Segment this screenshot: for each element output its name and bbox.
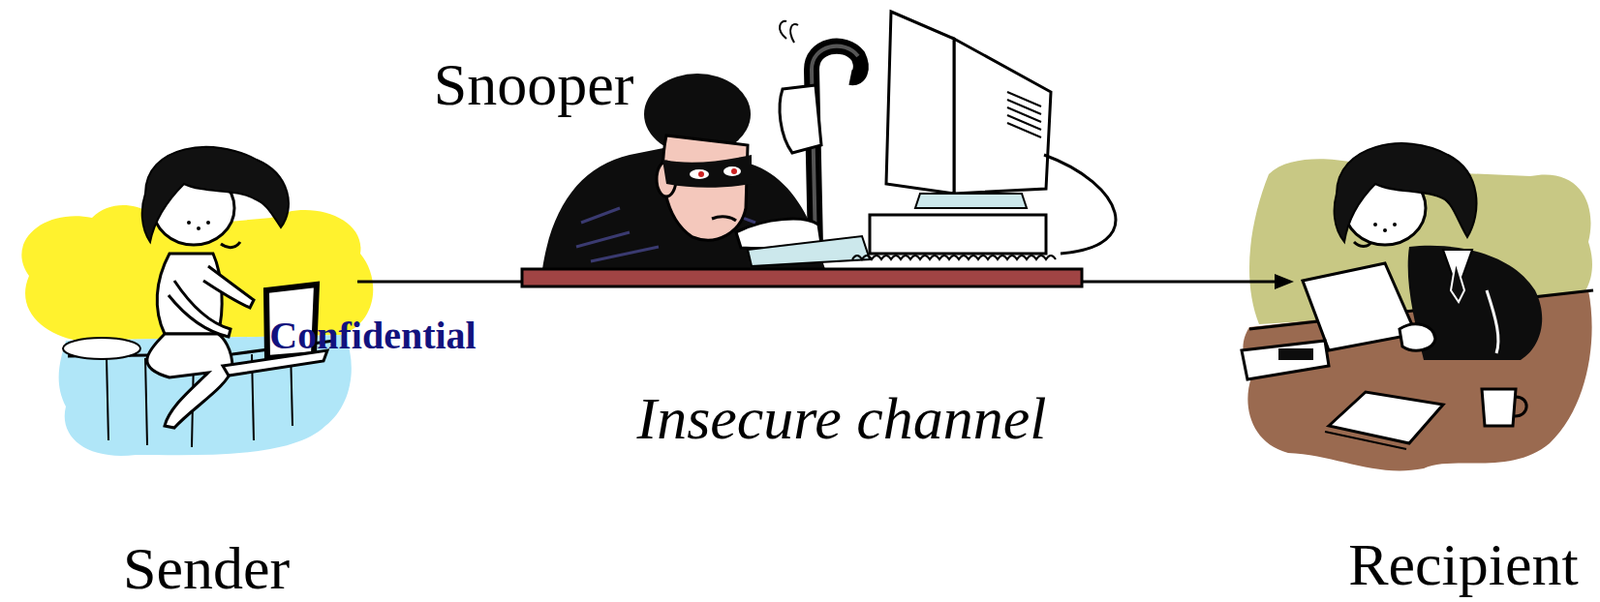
figure-node: Recipient bbox=[1293, 125, 1591, 591]
recipient-label: Recipient bbox=[1348, 534, 1579, 595]
snooper-label: Snooper bbox=[433, 54, 635, 115]
sender-figure bbox=[21, 147, 373, 457]
channel-label: Insecure channel bbox=[637, 388, 1047, 449]
channel-arrow bbox=[1081, 274, 1294, 290]
recipient-figure bbox=[1241, 143, 1594, 471]
message-label: Confidential bbox=[269, 316, 476, 356]
figure-node: Sender bbox=[9, 140, 358, 596]
snooper-figure bbox=[522, 11, 1116, 287]
channel-arrow bbox=[357, 281, 523, 283]
sender-label: Sender bbox=[123, 538, 290, 599]
figure-node: Snooper bbox=[522, 38, 1082, 288]
